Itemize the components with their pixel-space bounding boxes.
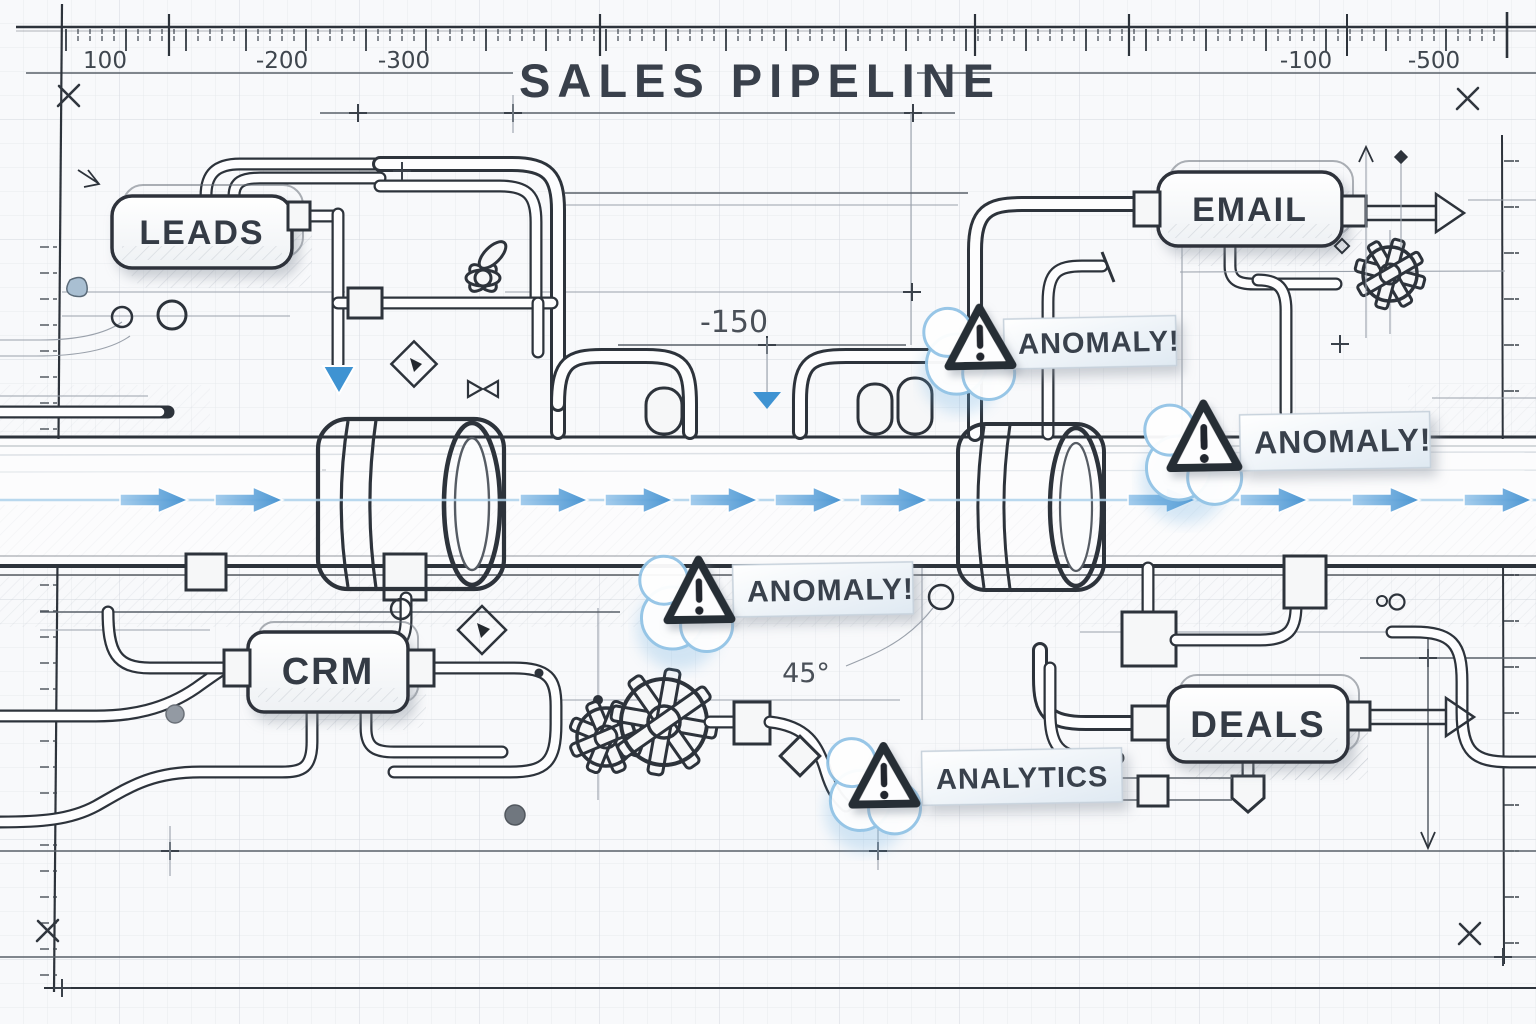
schematic-symbols <box>389 339 508 656</box>
alert-label: ANALYTICS <box>936 761 1109 796</box>
gear-icon <box>1353 237 1427 311</box>
flange <box>1130 704 1170 742</box>
warning-triangle-icon <box>848 742 921 809</box>
node-label-leads: LEADS <box>139 214 264 252</box>
top-ruler-major-ticks <box>167 12 1509 58</box>
alert-anomaly-top: ANOMALY! <box>920 303 1180 415</box>
alert-label: ANOMALY! <box>747 573 914 609</box>
node-deals: DEALS <box>1130 674 1477 764</box>
junction-node <box>927 583 955 611</box>
node-label-crm: CRM <box>282 651 375 693</box>
junction-node <box>389 597 413 621</box>
gear-icon <box>609 667 719 777</box>
flange <box>1132 190 1162 228</box>
alert-anomaly-center: ANOMALY! <box>636 554 915 670</box>
output-arrow-icon <box>1370 695 1477 739</box>
upper-plumbing-left <box>0 156 698 440</box>
rivet-node <box>504 804 526 826</box>
pipe-fitting <box>1136 774 1170 808</box>
ruler-label--300: -300 <box>378 48 430 74</box>
alert-banner <box>920 747 1124 807</box>
top-ruler: 100 -200 -300 -100 -500 <box>16 12 1536 74</box>
upper-plumbing-right <box>792 196 1536 442</box>
diagonal-joint <box>778 734 822 778</box>
gear-assembly <box>568 667 853 813</box>
flange <box>222 648 252 688</box>
flange <box>1340 194 1368 228</box>
bowtie-valve-icon <box>466 379 500 399</box>
warning-triangle-icon <box>944 303 1017 371</box>
title-block: SALES PIPELINE <box>320 54 1001 345</box>
alert-anomaly-right: ANOMALY! <box>1140 399 1432 524</box>
node-leads: LEADS <box>110 184 312 270</box>
node-crm: CRM <box>222 621 436 714</box>
alert-analytics: ANALYTICS <box>824 737 1124 853</box>
angle-dimension: 45° <box>782 658 830 689</box>
ruler-label--200: -200 <box>256 48 308 74</box>
pipe-stub <box>644 386 684 436</box>
bottom-frame-lines <box>0 806 1536 998</box>
diamond-symbol-icon <box>389 339 439 389</box>
flow-indicators <box>0 486 1536 514</box>
alert-banner <box>1238 410 1432 472</box>
dimension-marks <box>1333 144 1409 338</box>
leader-arrow <box>77 169 101 188</box>
node-label-email: EMAIL <box>1192 191 1308 229</box>
pipe-end-cap <box>1230 774 1266 814</box>
pipe-fitting <box>184 552 228 592</box>
pipe-coupling-right <box>956 422 1106 592</box>
pipe-coupling-left <box>315 416 507 592</box>
valve-hub <box>473 268 493 288</box>
ruler-label--100: -100 <box>1280 48 1332 74</box>
flange <box>1346 700 1372 732</box>
length-dimension: -150 <box>700 305 768 340</box>
droplet-node <box>66 276 88 298</box>
warning-triangle-icon <box>663 555 736 625</box>
ruler-label-100: 100 <box>83 48 127 74</box>
blue-down-arrow-icon <box>753 392 781 409</box>
rivet-node <box>165 704 185 724</box>
pipe-fitting <box>1282 554 1328 610</box>
ruler-label--500: -500 <box>1408 48 1460 74</box>
pipe-fitting <box>346 286 384 320</box>
alert-label: ANOMALY! <box>1018 325 1180 360</box>
flange <box>286 200 312 232</box>
reference-rails <box>62 192 1536 851</box>
alert-label: ANOMALY! <box>1254 422 1432 461</box>
dimension-annotations: -150 45° <box>35 83 1482 946</box>
tee-fitting <box>1120 610 1178 668</box>
alert-banner <box>731 561 915 618</box>
page-title: SALES PIPELINE <box>519 54 1001 107</box>
gear-email <box>1353 237 1427 311</box>
pipe-stub <box>856 382 894 436</box>
flange <box>406 648 436 688</box>
warning-triangle-icon <box>1166 399 1243 473</box>
pipe-stub <box>896 376 934 436</box>
node-email: EMAIL <box>1132 144 1536 338</box>
node-label-deals: DEALS <box>1190 704 1325 745</box>
diamond-symbol-icon <box>456 604 508 656</box>
blue-down-arrow-icon <box>321 365 357 397</box>
valve <box>464 240 508 293</box>
